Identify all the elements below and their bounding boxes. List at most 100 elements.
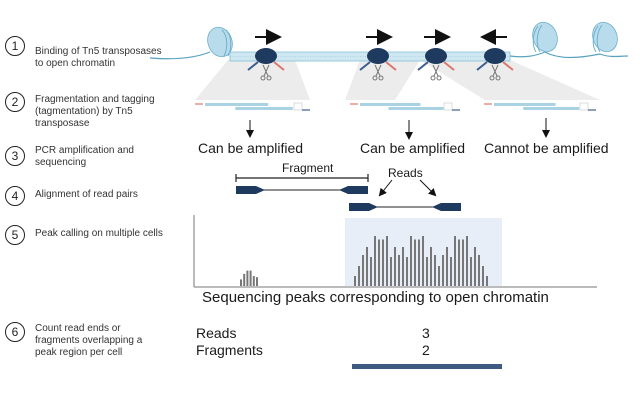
peak-bar bbox=[410, 236, 412, 286]
peak-bar bbox=[422, 236, 424, 286]
step-number: 5 bbox=[5, 225, 25, 245]
adapter bbox=[476, 61, 488, 71]
adapter bbox=[359, 61, 371, 71]
peak-bar bbox=[374, 236, 376, 286]
tn5-body bbox=[425, 48, 447, 64]
peak-bar bbox=[462, 239, 464, 286]
peak-bar bbox=[470, 257, 472, 286]
peak-bar bbox=[486, 276, 488, 286]
count-value-fragments: 2 bbox=[422, 342, 430, 358]
step-5: 5 Peak calling on multiple cells bbox=[5, 225, 163, 245]
peak-bar bbox=[414, 239, 416, 286]
scissors-icon bbox=[260, 64, 272, 81]
peak-bar bbox=[246, 270, 249, 286]
peak-bar bbox=[482, 266, 484, 286]
strand bbox=[388, 107, 444, 110]
count-value-reads: 3 bbox=[422, 325, 430, 341]
read-pair bbox=[236, 186, 368, 194]
peak-bar bbox=[243, 273, 246, 286]
gap bbox=[579, 102, 589, 111]
step-6: 6 Count read ends or fragments overlappi… bbox=[5, 322, 142, 359]
scissors-icon bbox=[489, 64, 501, 81]
peak-bar bbox=[474, 247, 476, 286]
dna-thread bbox=[149, 51, 211, 60]
peak-bar bbox=[442, 255, 444, 286]
nucleosome-icon bbox=[532, 21, 558, 53]
peak-region-bar bbox=[352, 364, 502, 369]
step-text: Binding of Tn5 transposases to open chro… bbox=[35, 46, 162, 69]
fragment-label: Fragment bbox=[282, 161, 334, 175]
dna-thread bbox=[509, 51, 629, 59]
tn5-complex bbox=[359, 48, 397, 81]
peak-bar bbox=[252, 276, 255, 286]
peak-bar bbox=[430, 247, 432, 286]
peak-bar bbox=[358, 266, 360, 286]
step-4: 4 Alignment of read pairs bbox=[5, 186, 138, 206]
step-number: 1 bbox=[5, 36, 25, 56]
zoom-shade bbox=[195, 60, 310, 100]
step-number: 6 bbox=[5, 322, 25, 342]
peak-bar bbox=[394, 247, 396, 286]
amplified-label-1: Can be amplified bbox=[198, 140, 304, 156]
peak-bar bbox=[382, 239, 384, 286]
arrow-icon bbox=[378, 179, 393, 197]
peak-bar bbox=[426, 257, 428, 286]
adapter bbox=[385, 61, 397, 71]
step-text: Count read ends or fragments overlapping… bbox=[35, 323, 143, 358]
peak-bar bbox=[378, 239, 380, 286]
peak-bar bbox=[240, 279, 242, 286]
peak-bar bbox=[466, 236, 468, 286]
step-text: Fragmentation and tagging (tagmentation)… bbox=[35, 94, 155, 129]
peak-bar bbox=[386, 236, 388, 286]
peak-bar bbox=[446, 247, 448, 286]
peak-bar bbox=[478, 255, 480, 286]
strand bbox=[360, 103, 421, 106]
big-peak bbox=[354, 236, 488, 286]
peak-bar bbox=[249, 270, 252, 286]
tagmented-fragment bbox=[484, 102, 596, 111]
peak-bar bbox=[256, 277, 258, 286]
nucleosome-icon bbox=[592, 21, 618, 53]
fragment-bracket bbox=[235, 174, 369, 182]
peak-bar bbox=[438, 266, 440, 286]
tn5-body bbox=[367, 48, 389, 64]
adapter bbox=[417, 61, 429, 71]
adapter bbox=[443, 61, 455, 71]
peak-bar bbox=[354, 276, 356, 286]
tn5-complex bbox=[476, 48, 514, 81]
gap bbox=[293, 102, 303, 111]
step-number: 4 bbox=[5, 186, 25, 206]
read-pair bbox=[349, 203, 461, 211]
strand bbox=[523, 107, 580, 110]
strand bbox=[494, 103, 556, 106]
step-1: 1 Binding of Tn5 transposases to open ch… bbox=[5, 36, 162, 70]
small-peak bbox=[240, 270, 258, 286]
tagmented-fragment bbox=[195, 102, 310, 111]
peaks-caption: Sequencing peaks corresponding to open c… bbox=[202, 289, 549, 306]
peak-bar bbox=[390, 257, 392, 286]
peak-bar bbox=[362, 255, 364, 286]
arrow-icon bbox=[419, 179, 437, 197]
strand bbox=[235, 107, 293, 110]
peak-bar bbox=[458, 239, 460, 286]
strand bbox=[205, 103, 269, 106]
step-3: 3 PCR amplification and sequencing bbox=[5, 145, 134, 169]
tn5-body bbox=[484, 48, 506, 64]
peak-bar bbox=[434, 255, 436, 286]
reads-label: Reads bbox=[388, 166, 423, 180]
peak-bar bbox=[402, 247, 404, 286]
step-text: PCR amplification and sequencing bbox=[35, 145, 134, 168]
count-label-fragments: Fragments bbox=[196, 342, 263, 358]
amplified-label-2: Can be amplified bbox=[360, 140, 466, 156]
tagmented-fragment bbox=[350, 102, 460, 111]
not-amplified-label: Cannot be amplified bbox=[484, 140, 609, 156]
peak-bar bbox=[366, 247, 368, 286]
count-label-reads: Reads bbox=[196, 325, 237, 341]
tn5-transposase-icon bbox=[247, 48, 514, 81]
adapter bbox=[247, 61, 259, 71]
peak-bar bbox=[418, 239, 420, 286]
zoom-shade bbox=[420, 60, 600, 100]
tn5-body bbox=[255, 48, 277, 64]
step-number: 3 bbox=[5, 146, 25, 166]
